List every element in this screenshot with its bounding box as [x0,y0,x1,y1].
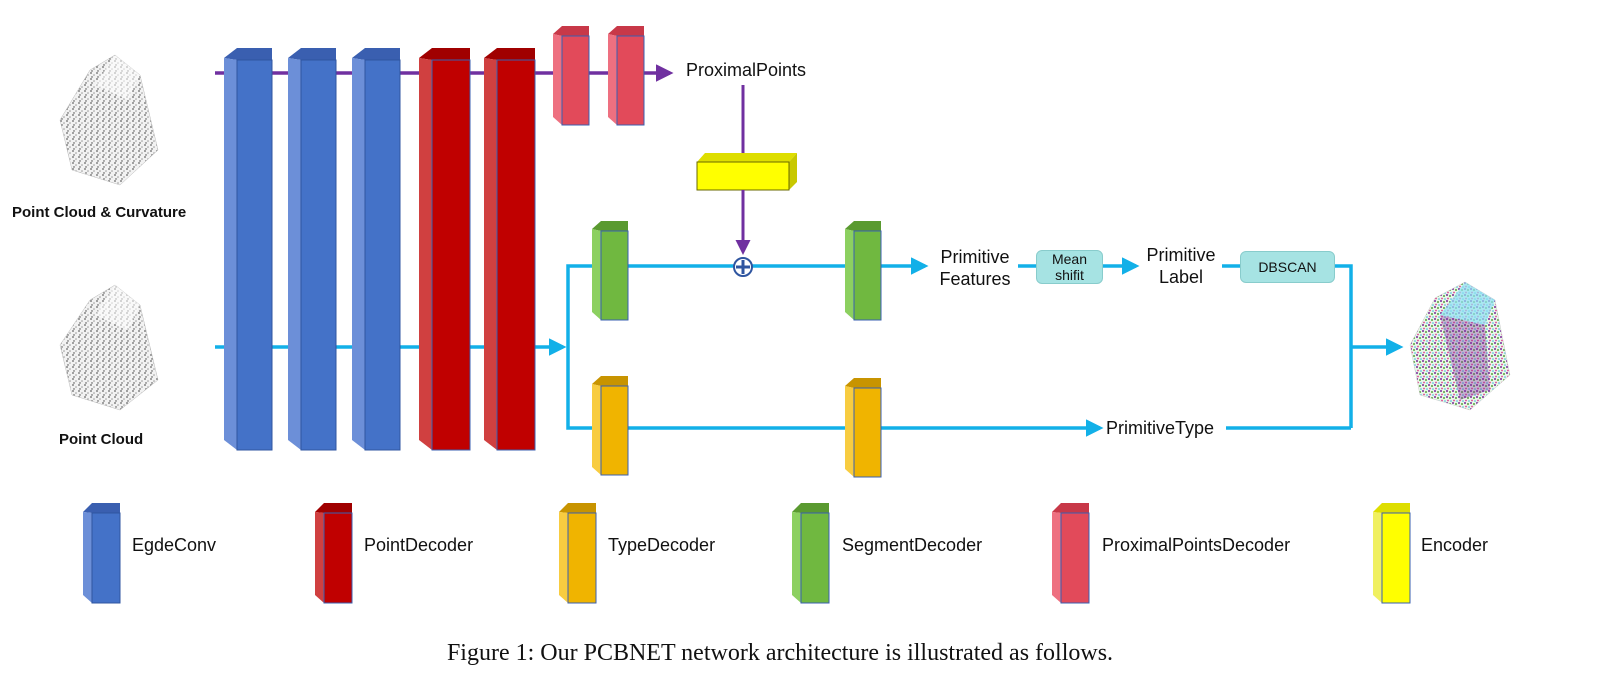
encoder-block [696,153,797,191]
add-node-icon [733,257,753,277]
legend-swatch-typedecoder [559,503,597,604]
input-label-point-cloud: Point Cloud [59,431,144,448]
primitive-label-line2: Label [1158,267,1204,287]
legend-swatch-encoder [1373,503,1411,604]
legend-swatch-pointdecoder [315,503,353,604]
legend-swatch-segmentdecoder [792,503,830,604]
segment-branch-line [566,264,600,347]
primitive-features-line2: Features [939,269,1011,289]
proximal-points-decoder-block [553,26,590,126]
dbscan-merge-line [1335,264,1353,428]
pointdecoder-block [484,48,536,451]
legend-label-encoder: Encoder [1421,535,1489,555]
primitive-type-label: PrimitiveType [1106,418,1215,438]
primitive-label-label: Primitive Label [1138,244,1224,288]
mean-shift-line1: Mean [1051,251,1088,267]
mean-shift-line2: shifit [1055,267,1084,283]
pointdecoder-block [419,48,471,451]
dbscan-box: DBSCAN [1240,251,1335,283]
legend-label-proximalpointsdecoder: ProximalPointsDecoder [1102,535,1291,555]
proximal-points-label: ProximalPoints [686,60,807,80]
figure-caption: Figure 1: Our PCBNET network architectur… [446,640,1114,666]
legend-swatch-edgeconv [83,503,121,604]
segment-decoder-block [592,221,629,321]
input-label-curvature: Point Cloud & Curvature [12,204,187,221]
legend-label-pointdecoder: PointDecoder [364,535,474,555]
primitive-features-label: Primitive Features [932,246,1018,290]
primitive-features-line1: Primitive [940,247,1010,267]
type-branch-line [566,347,600,430]
segment-decoder-block [845,221,882,321]
legend-label-segmentdecoder: SegmentDecoder [842,535,983,555]
type-decoder-block [592,376,629,476]
point-cloud-image [59,284,159,411]
primitive-label-line1: Primitive [1146,245,1216,265]
mean-shift-box: Mean shifit [1036,250,1103,284]
edgeconv-block [288,48,337,451]
edgeconv-block [224,48,273,451]
edgeconv-block [352,48,401,451]
legend-label-edgeconv: EgdeConv [132,535,217,555]
segmented-point-cloud-image [1409,281,1511,411]
proximal-points-decoder-block [608,26,645,126]
point-cloud-curvature-image [59,54,159,186]
legend-swatch-proximalpointsdecoder [1052,503,1090,604]
legend-label-typedecoder: TypeDecoder [608,535,716,555]
type-decoder-block [845,378,882,478]
